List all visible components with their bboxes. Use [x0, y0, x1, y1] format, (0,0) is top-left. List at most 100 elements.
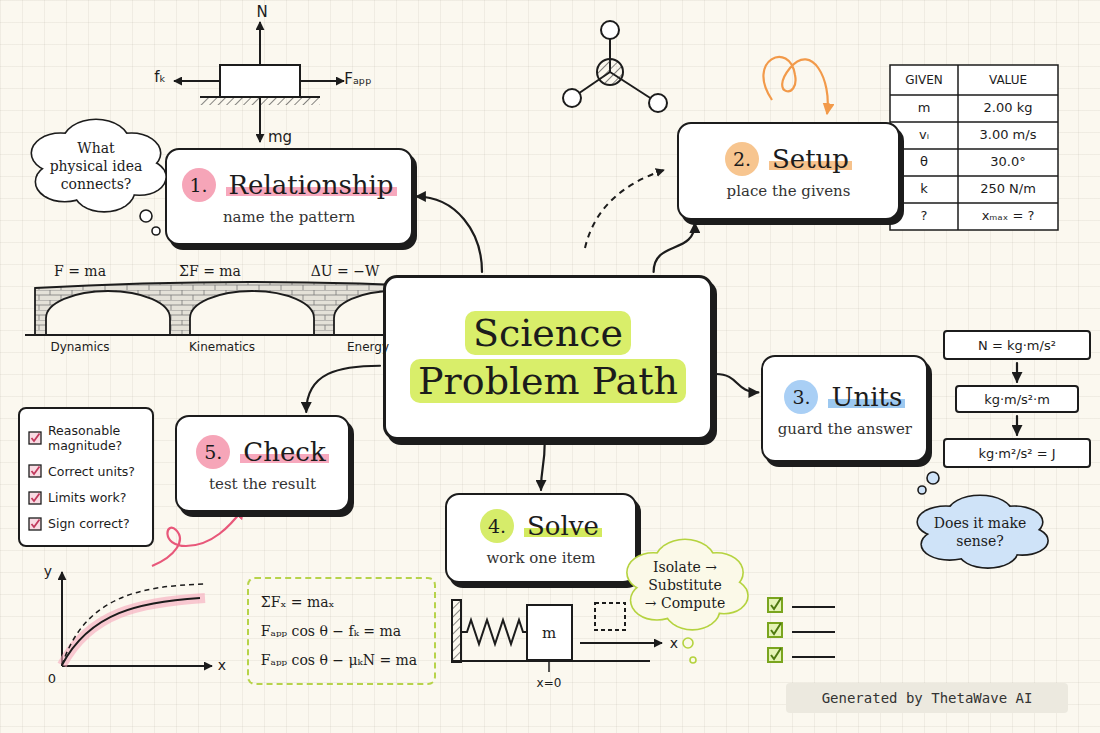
diagram-label: 3.00 m/s [960, 126, 1056, 144]
diagram-label: Fₐₚₚ [338, 70, 378, 88]
diagram-label: Energy [328, 338, 408, 356]
free-body-diagram [174, 22, 344, 142]
checklist-item: Correct units? [28, 464, 135, 479]
step-box: 3. Units guard the answer [761, 355, 928, 462]
heading-row: 2. Setup [725, 142, 852, 176]
diagram-label: x [214, 656, 230, 674]
table-grid [890, 65, 1058, 230]
step-heading: Solve [524, 511, 602, 541]
step-number: 3. [784, 380, 818, 414]
diagram-label: F = ma [40, 262, 120, 280]
thought-cloud: Isolate → Substitute → Compute [624, 540, 746, 630]
diagram-label: ΣF = ma [165, 262, 255, 280]
diagram-label: y [40, 562, 56, 580]
equation-box: ΣFₓ = maₓFₐₚₚ cos θ − fₖ = ma Fₐₚₚ cos θ … [247, 577, 436, 685]
step-number: 2. [725, 142, 759, 176]
growth-graph [62, 572, 212, 666]
diagram-label: fₖ [148, 68, 172, 86]
diagram-label: VALUE [960, 71, 1056, 89]
checklist-text: Correct units? [48, 464, 135, 479]
checklist-item: Limits work? [28, 490, 126, 505]
diagram-label: 2.00 kg [960, 99, 1056, 117]
connector-arrow [416, 197, 482, 273]
unit-box: kg·m²/s² = J [943, 438, 1091, 468]
checklist-text: Sign correct? [48, 516, 130, 531]
equation-text: Fₐₚₚ cos θ − μₖN = ma [261, 652, 417, 668]
connector-arrow [541, 443, 545, 490]
heading-row: 1.Relationship [182, 168, 397, 202]
equation-text: ΣFₓ = maₓ [261, 594, 335, 610]
diagram-label: 250 N/m [960, 180, 1056, 198]
molecule [563, 21, 667, 112]
equation-text: Fₐₚₚ cos θ − fₖ = ma [261, 623, 401, 639]
diagram-label: mg [265, 128, 295, 146]
diagram-label: vᵢ [892, 126, 956, 144]
diagram-label: θ [892, 153, 956, 171]
step-caption: test the result [209, 475, 316, 493]
step-box: 5. Check test the result [175, 415, 350, 512]
checklist-text: Reasonable magnitude? [48, 423, 144, 453]
checkbox-icon [28, 431, 42, 445]
central-box: Science Problem Path [383, 275, 713, 440]
connector-arrow [1016, 416, 1018, 435]
checklist-box: Reasonable magnitude? Correct units? Limit… [18, 407, 154, 547]
connector-arrow [306, 366, 380, 412]
checkbox-icon [28, 464, 42, 478]
unit-text: kg·m²/s² = J [978, 446, 1055, 461]
heading-row: 4. Solve [480, 509, 602, 543]
thought-cloud: What physical idea connects? [28, 120, 164, 212]
diagram-label: Kinematics [177, 338, 267, 356]
connector-arrow [654, 223, 695, 272]
diagram-label: m [539, 624, 559, 642]
title-wrap: Science Problem Path [403, 310, 693, 405]
step-number: 5. [196, 435, 230, 469]
step-caption: guard the answer [778, 420, 912, 438]
checklist-item: Sign correct? [28, 516, 130, 531]
diagram-label: m [892, 99, 956, 117]
spring-mass [452, 600, 662, 672]
diagram-label: GIVEN [892, 71, 956, 89]
cloud-text: What physical idea connects? [46, 139, 146, 194]
connector-arrow [1016, 363, 1018, 382]
heading-row: 5. Check [196, 435, 328, 469]
step-heading: Check [240, 437, 328, 467]
cloud-outline [914, 496, 1046, 568]
cloud-text: Does it make sense? [932, 514, 1028, 550]
thought-cloud: Does it make sense? [914, 496, 1046, 568]
diagram-label: N [252, 3, 272, 21]
unit-text: N = kg·m/s² [978, 338, 1056, 353]
diagram-label: x [666, 634, 682, 652]
diagram-label: x=0 [529, 674, 569, 692]
diagram-label: xₘₐₓ = ? [960, 207, 1056, 225]
step-box: 4. Solve work one item [445, 493, 637, 583]
step-number: 1. [182, 168, 216, 202]
step-caption: place the givens [727, 182, 851, 200]
diagram-label: ΔU = −W [295, 262, 395, 280]
central-title: Science Problem Path [410, 311, 686, 403]
checklist-item: Reasonable magnitude? [28, 423, 144, 453]
step-number: 4. [480, 509, 514, 543]
diagram-label: k [892, 180, 956, 198]
step-caption: work one item [486, 549, 595, 567]
checkmarks [768, 598, 835, 662]
diagram-label: 30.0° [960, 153, 1056, 171]
step-heading: Units [828, 382, 905, 412]
thought-bubbles [140, 210, 939, 663]
unit-box: N = kg·m/s² [943, 330, 1091, 360]
checkbox-icon [28, 517, 42, 531]
diagram-label: Dynamics [35, 338, 125, 356]
connector-arrow [716, 374, 758, 392]
watermark: Generated by ThetaWave AI [786, 683, 1068, 713]
unit-text: kg·m/s²·m [984, 392, 1050, 407]
checklist-text: Limits work? [48, 490, 126, 505]
heading-row: 3. Units [784, 380, 905, 414]
diagram-label: 0 [44, 670, 60, 688]
step-heading: Setup [769, 144, 852, 174]
unit-box: kg·m/s²·m [955, 385, 1079, 413]
step-box: 1.Relationship name the pattern [165, 148, 413, 245]
checkbox-icon [28, 491, 42, 505]
cloud-text: Isolate → Substitute → Compute [642, 558, 728, 613]
diagram-label: ? [892, 207, 956, 225]
step-caption: name the pattern [223, 208, 355, 226]
